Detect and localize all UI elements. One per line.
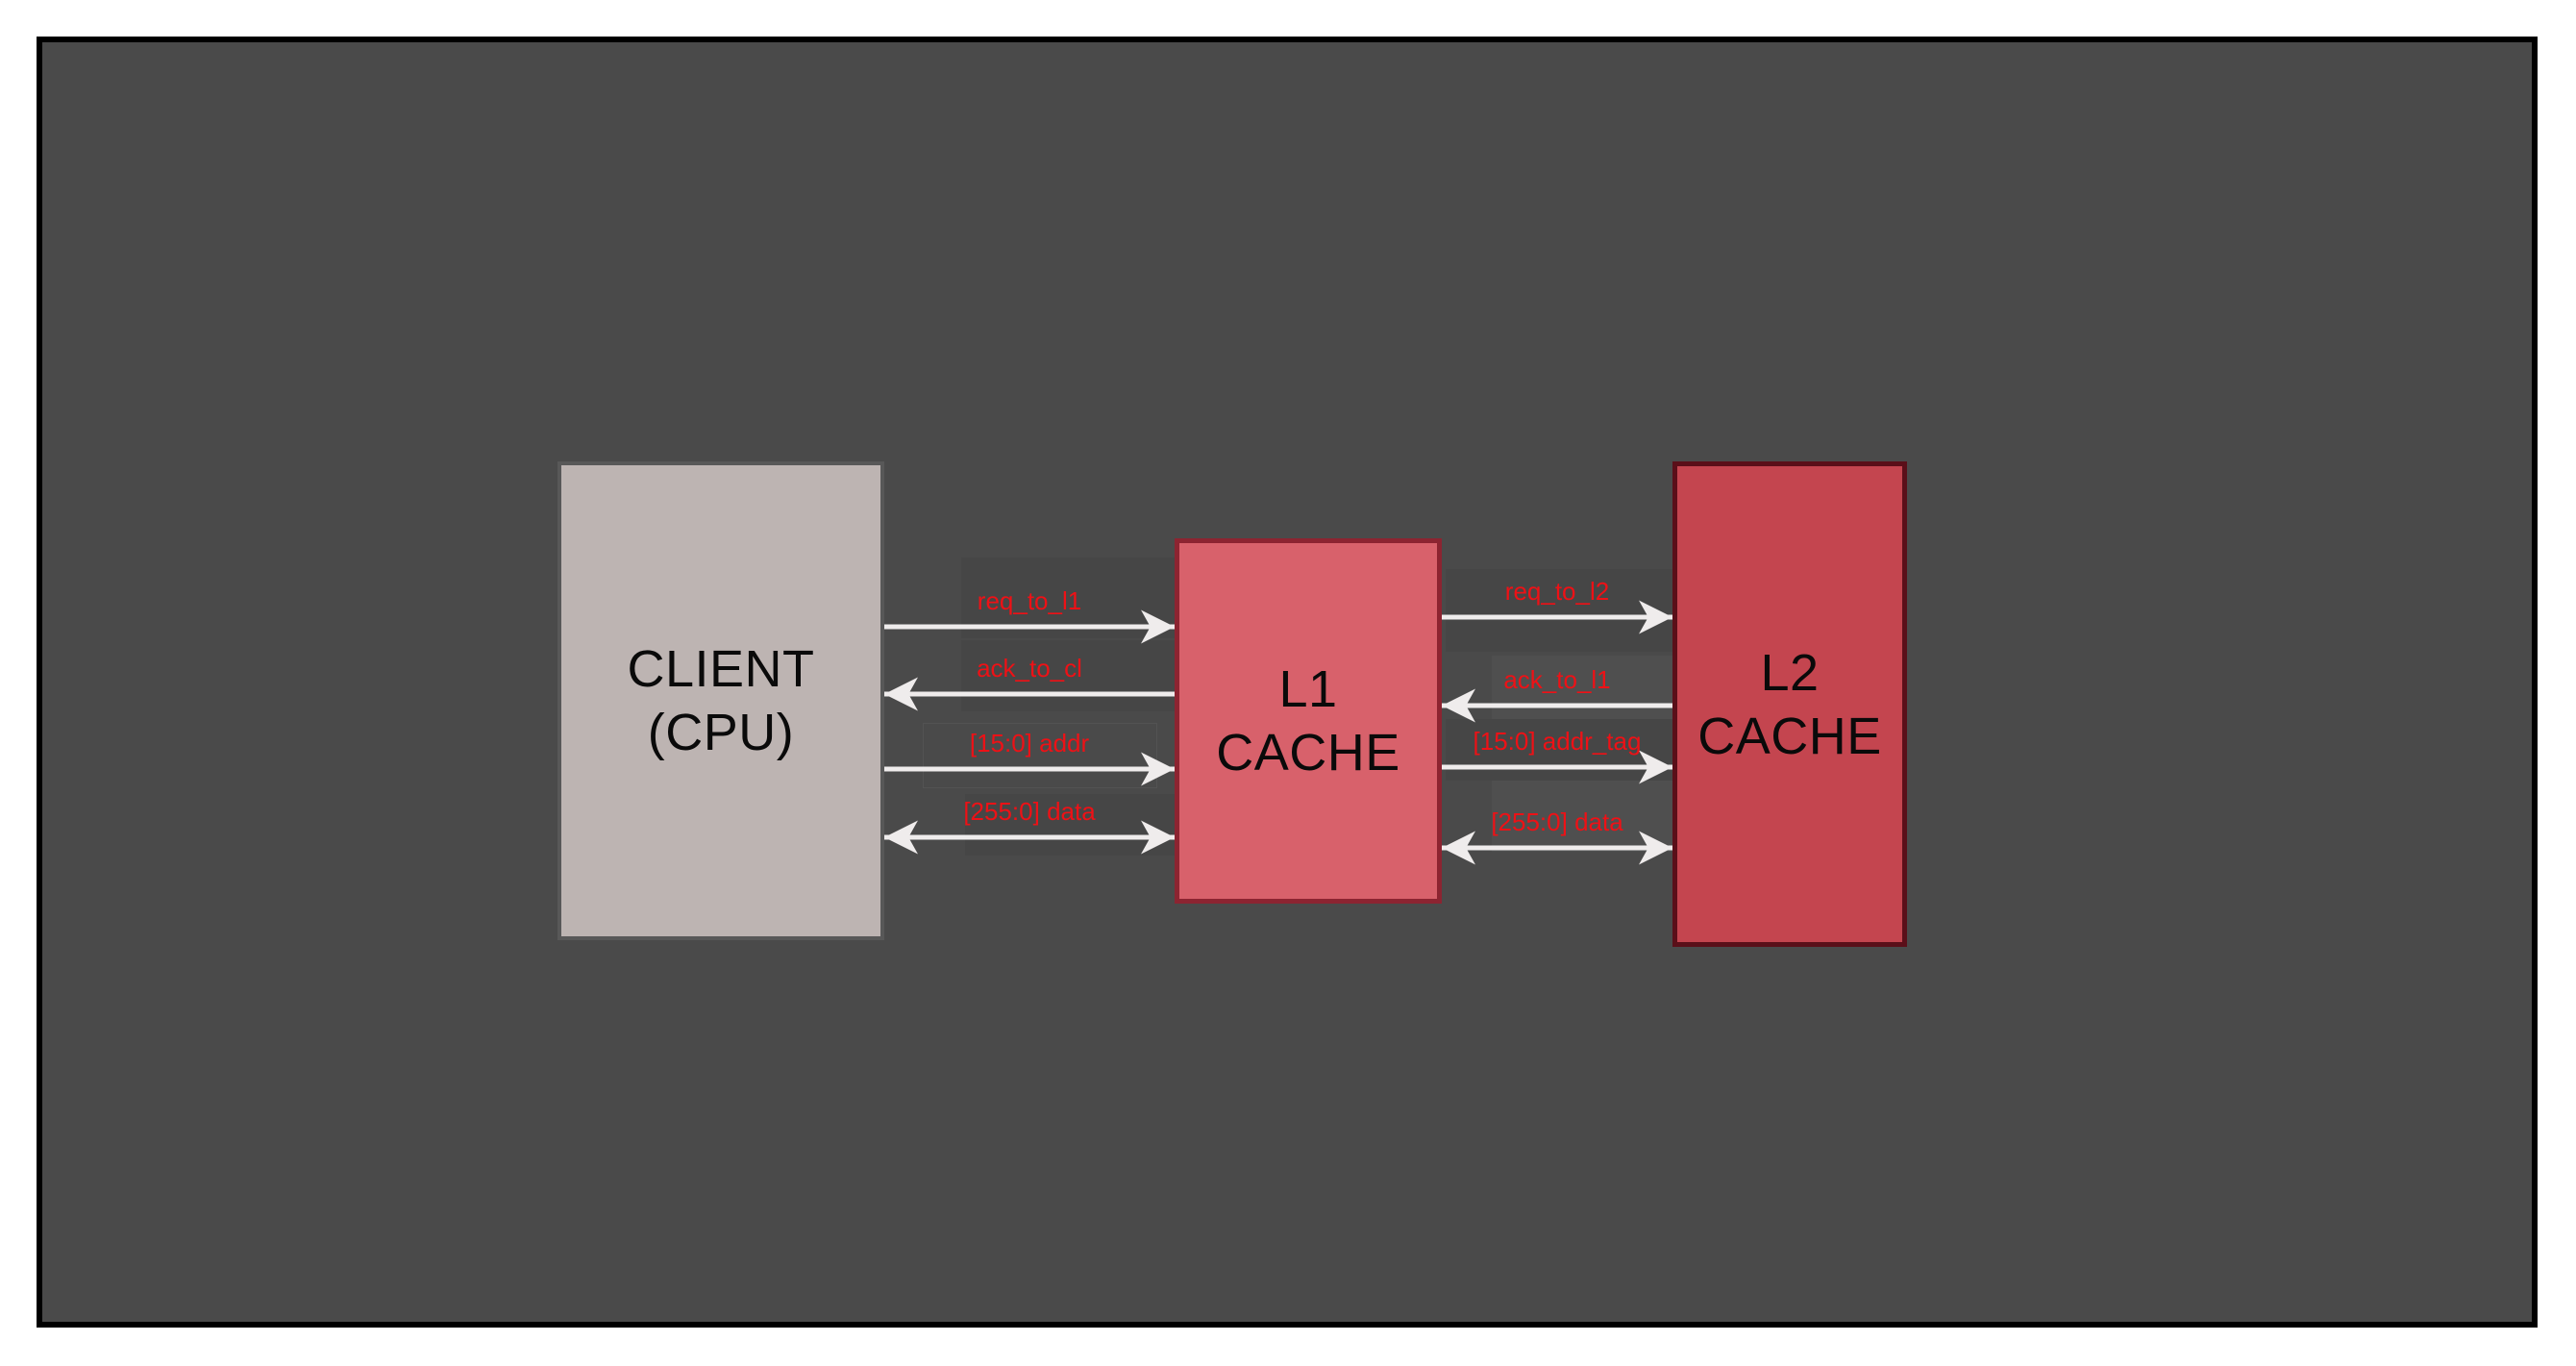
client-label-line2: (CPU) (647, 704, 795, 761)
l1-label-line2: CACHE (1216, 724, 1400, 782)
l2-label-line1: L2 (1760, 643, 1820, 702)
client-label-line1: CLIENT (627, 640, 815, 698)
l2-cache-block: L2 CACHE (1672, 461, 1907, 947)
signal-label-data-l1-l2: [255:0] data (1491, 807, 1623, 836)
signal-label-req-to-l2: req_to_l2 (1504, 577, 1610, 606)
signal-label-ack-to-l1: ack_to_l1 (1503, 665, 1611, 694)
l1-cache-block: L1 CACHE (1175, 538, 1442, 904)
l1-label-line1: L1 (1278, 660, 1338, 718)
signal-label-addr: [15:0] addr (969, 729, 1090, 758)
signal-label-req-to-l1: req_to_l1 (977, 586, 1082, 615)
signal-label-data-client-l1: [255:0] data (963, 797, 1096, 826)
signal-label-addr-tag: [15:0] addr_tag (1473, 727, 1642, 756)
signal-label-ack-to-cl: ack_to_cl (977, 654, 1082, 683)
client-cpu-block: CLIENT (CPU) (557, 461, 884, 940)
signal-wires (884, 600, 1672, 865)
diagram-canvas: req_to_l1 ack_to_cl [15:0] addr [255:0] … (37, 37, 2538, 1328)
l2-label-line2: CACHE (1697, 707, 1882, 765)
